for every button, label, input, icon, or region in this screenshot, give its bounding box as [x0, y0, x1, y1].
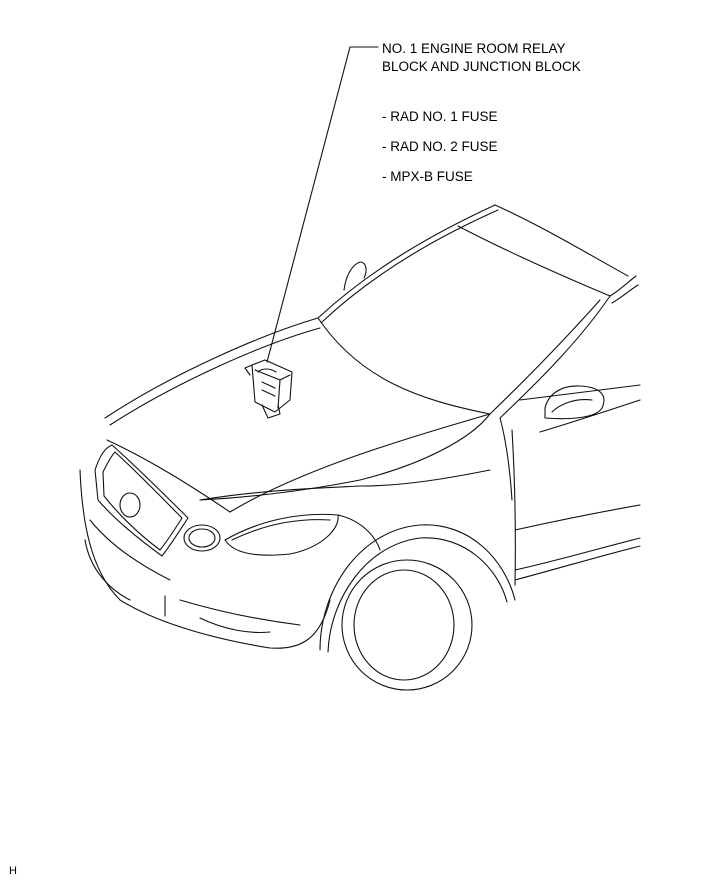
windshield-top: [457, 225, 611, 297]
relay-block: [244, 359, 293, 419]
hood-crease: [229, 413, 491, 513]
callout-title-line-1: NO. 1 ENGINE ROOM RELAY: [382, 41, 566, 56]
hood-rear: [317, 317, 491, 415]
fog-lamp: [183, 524, 221, 552]
body-side-line: [514, 537, 641, 571]
hood-side-line: [199, 413, 491, 501]
headlight: [224, 513, 339, 556]
wheel-rim: [353, 569, 455, 681]
hood-front: [104, 317, 319, 419]
side-mirror: [544, 385, 605, 420]
leader-line: [266, 46, 379, 363]
fuse-item-rad-no-2: - RAD NO. 2 FUSE: [382, 139, 498, 154]
fuse-item-rad-no-1: - RAD NO. 1 FUSE: [382, 109, 498, 124]
front-fender: [199, 469, 491, 501]
antenna: [343, 261, 367, 291]
a-pillar: [317, 204, 496, 319]
grille: [94, 444, 189, 557]
tire: [341, 559, 473, 691]
bumper: [79, 469, 331, 649]
wheel-arch: [319, 524, 516, 651]
callout-title-line-2: BLOCK AND JUNCTION BLOCK: [382, 59, 581, 74]
corner-mark: H: [9, 865, 17, 877]
door-front: [511, 429, 516, 586]
emblem: [119, 492, 141, 518]
roof-edge: [609, 275, 637, 297]
fuse-item-mpx-b: - MPX-B FUSE: [382, 169, 473, 184]
